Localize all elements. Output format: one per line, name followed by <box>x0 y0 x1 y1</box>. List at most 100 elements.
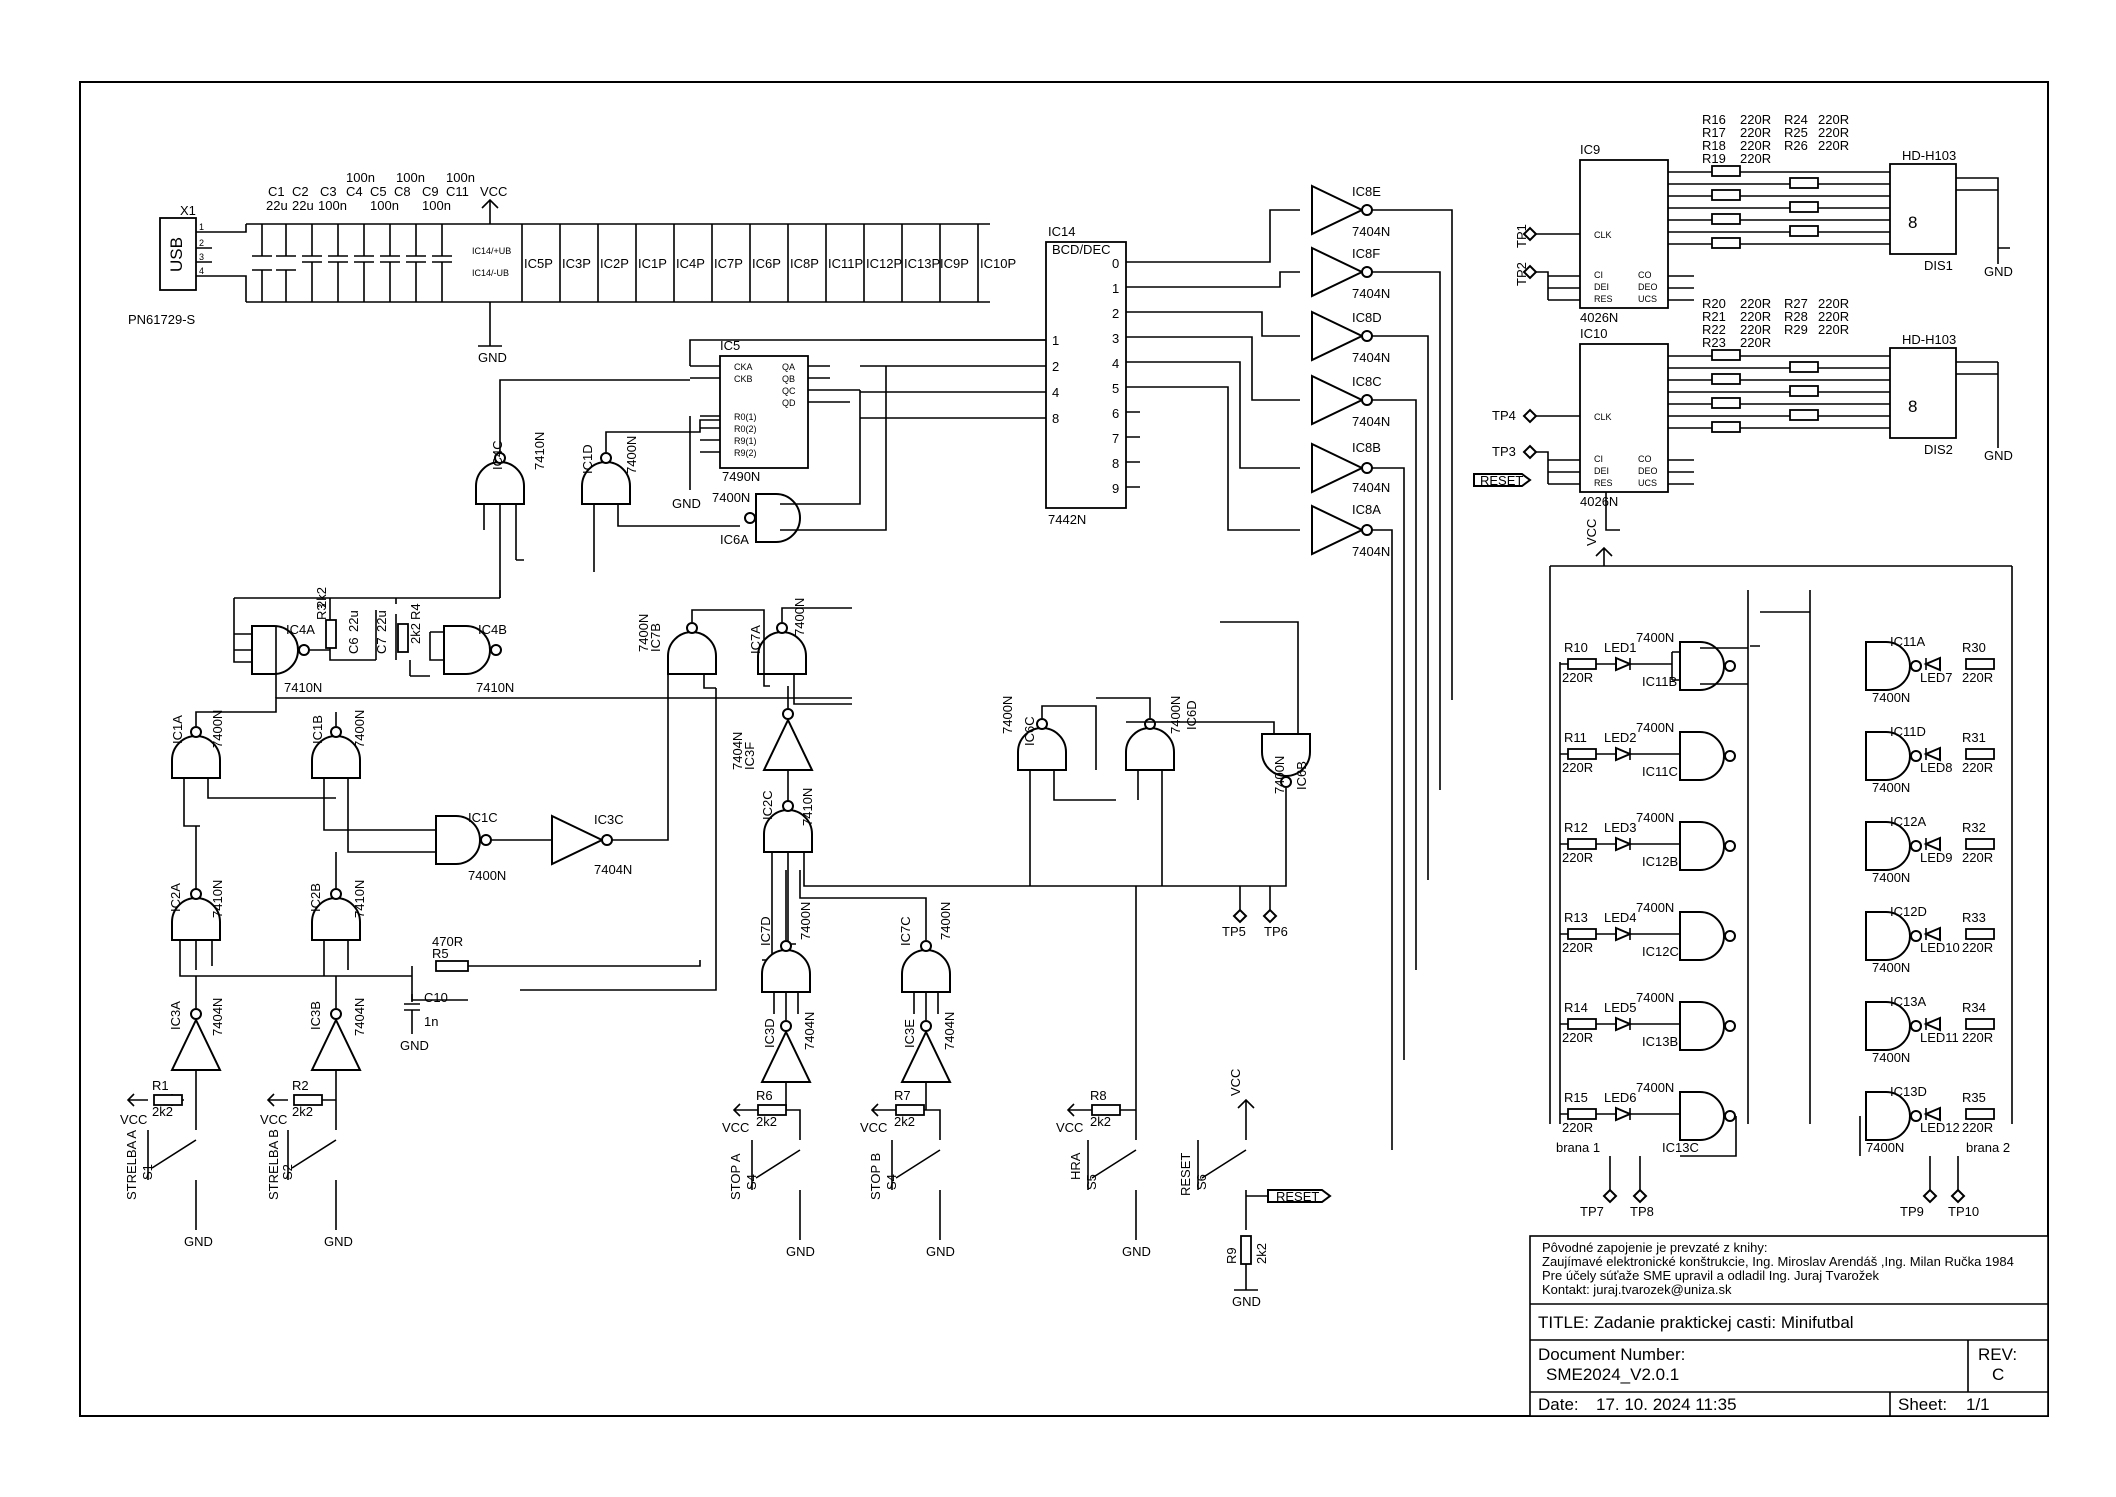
ic6b-part: 7400N <box>1272 756 1287 794</box>
tp6-label: TP6 <box>1264 924 1288 939</box>
dis1-gnd: GND <box>1984 264 2013 279</box>
ic7b-label: IC7B <box>648 623 663 652</box>
r2-label: R2 <box>292 1078 309 1093</box>
ic2c-part: 7410N <box>800 788 815 826</box>
s6-caption: RESET <box>1178 1153 1193 1196</box>
ic10-counter: IC10 4026N CLK CI DEI RES CO DEO UCS <box>1548 326 1890 531</box>
svg-text:1: 1 <box>1052 333 1059 348</box>
ic2a-label: IC2A <box>168 883 183 912</box>
ic1b-part: 7400N <box>352 710 367 748</box>
decoupling-caps <box>252 224 452 302</box>
title-text: TITLE: Zadanie praktickej casti: Minifut… <box>1538 1313 1854 1332</box>
dis2-digit: 8 <box>1908 397 1917 416</box>
vcc-s5: VCC <box>1056 1120 1083 1135</box>
ic3c-part: 7404N <box>594 862 632 877</box>
svg-text:4: 4 <box>199 266 204 276</box>
r1-label: R1 <box>152 1078 169 1093</box>
switch-s3[interactable]: R6 2k2 VCC S4 STOP A GND <box>722 1088 815 1259</box>
svg-text:4: 4 <box>1052 385 1059 400</box>
r10-label: R10 <box>1564 640 1588 655</box>
reset-net-flag-top <box>1473 473 1532 487</box>
power-section: X1 USB PN61729-S 12 34 C1 22u C2 22u C3 … <box>128 170 1016 365</box>
switch-s2[interactable]: R2 2k2 VCC S2 STRELBA B GND <box>260 1078 353 1249</box>
r26-val: 220R <box>1818 138 1849 153</box>
brana1-label: brana 1 <box>1556 1140 1600 1155</box>
ic5-pin-r02: R0(2) <box>734 424 757 434</box>
cap-c9-value: 100n <box>422 198 451 213</box>
r25-label: R25 <box>1784 125 1808 140</box>
dis1-ref: DIS1 <box>1924 258 1953 273</box>
led12-label: LED12 <box>1920 1120 1960 1135</box>
r24-label: R24 <box>1784 112 1808 127</box>
docnum-label: Document Number: <box>1538 1345 1685 1364</box>
ic3b-part: 7404N <box>352 998 367 1036</box>
ic1c-label: IC1C <box>468 810 498 825</box>
ic3a-part: 7404N <box>210 998 225 1036</box>
s5-caption: HRA <box>1068 1152 1083 1180</box>
r1-val: 2k2 <box>152 1104 173 1119</box>
sheet-label: Sheet: <box>1898 1395 1947 1414</box>
switch-s6[interactable]: VCC S6 RESET RESET R9 2k2 GND <box>1178 1069 1332 1309</box>
r27-val: 220R <box>1818 296 1849 311</box>
switch-s1[interactable]: R1 2k2 VCC S1 STRELBA A GND <box>120 1078 213 1249</box>
r3-label: R3 <box>314 603 329 620</box>
testpoints-counters <box>1522 226 1549 484</box>
cap-c11-name: C11 <box>446 184 469 199</box>
ub-plus-label: IC14/+UB <box>472 246 511 256</box>
ic11b-part: 7400N <box>1636 630 1674 645</box>
c6-val: 22u <box>346 610 361 632</box>
s1-label: S1 <box>140 1164 155 1180</box>
ic14-bcd-decoder: IC14 BCD/DEC 7442N 12 48 01 23 45 67 89 <box>860 209 1300 531</box>
tp8-label: TP8 <box>1630 1204 1654 1219</box>
ic11a-part: 7400N <box>1872 690 1910 705</box>
led6-label: LED6 <box>1604 1090 1637 1105</box>
ic1d-part: 7400N <box>624 436 639 474</box>
switch-s4[interactable]: R7 2k2 VCC S4 STOP B GND <box>860 1088 955 1259</box>
usb-connector-ref: X1 <box>180 203 196 218</box>
r13-val: 220R <box>1562 940 1593 955</box>
ic13d-part: 7400N <box>1866 1140 1904 1155</box>
ic7d-part: 7400N <box>798 902 813 940</box>
ic4b-part: 7410N <box>476 680 514 695</box>
ic7p-label: IC7P <box>714 256 743 271</box>
ic12p-label: IC12P <box>866 256 902 271</box>
gnd-s2: GND <box>324 1234 353 1249</box>
led5-label: LED5 <box>1604 1000 1637 1015</box>
r6-val: 2k2 <box>756 1114 777 1129</box>
led-row-1 <box>1560 641 1995 691</box>
dis2-part: HD-H103 <box>1902 332 1956 347</box>
ic13a-part: 7400N <box>1872 1050 1910 1065</box>
gnd-s4: GND <box>926 1244 955 1259</box>
led4-label: LED4 <box>1604 910 1637 925</box>
left-logic: IC4A 7410N IC4B 7410N R3 2k2 C6 22u C7 2… <box>168 366 1311 1110</box>
switch-s5[interactable]: R8 2k2 VCC S5 HRA GND <box>1056 886 1151 1259</box>
cap-c3-value: 100n <box>318 198 347 213</box>
r29-label: R29 <box>1784 322 1808 337</box>
reset-flag-bottom-label: RESET <box>1276 1189 1319 1204</box>
ic8e-label: IC8E <box>1352 184 1381 199</box>
r7-val: 2k2 <box>894 1114 915 1129</box>
r13-label: R13 <box>1564 910 1588 925</box>
dis1-digit: 8 <box>1908 213 1917 232</box>
brana2-label: brana 2 <box>1966 1140 2010 1155</box>
ic6b-label: IC6B <box>1294 761 1309 790</box>
tp3-label: TP3 <box>1492 444 1516 459</box>
ic9-pin-ucs: UCS <box>1638 294 1657 304</box>
ic9-pin-res: RES <box>1594 294 1613 304</box>
ic8d-label: IC8D <box>1352 310 1382 325</box>
ic3e-label: IC3E <box>902 1019 917 1048</box>
ic5-pin-qb: QB <box>782 374 795 384</box>
ic5-pin-cka: CKA <box>734 362 753 372</box>
ic9-pin-deo: DEO <box>1638 282 1658 292</box>
r17-label: R17 <box>1702 125 1726 140</box>
ic-power-pins <box>521 224 979 302</box>
ic11c-part: 7400N <box>1636 720 1674 735</box>
ic12c-part: 7400N <box>1636 900 1674 915</box>
ic7c-part: 7400N <box>938 902 953 940</box>
svg-text:2: 2 <box>1052 359 1059 374</box>
ic7b-part: 7400N <box>636 614 651 652</box>
ic6d-label: IC6D <box>1184 700 1199 730</box>
led8-label: LED8 <box>1920 760 1953 775</box>
ic11c-label: IC11C <box>1642 764 1678 779</box>
credits-line-3: Pre účely súťaže SME upravil a odladil I… <box>1542 1268 1880 1283</box>
